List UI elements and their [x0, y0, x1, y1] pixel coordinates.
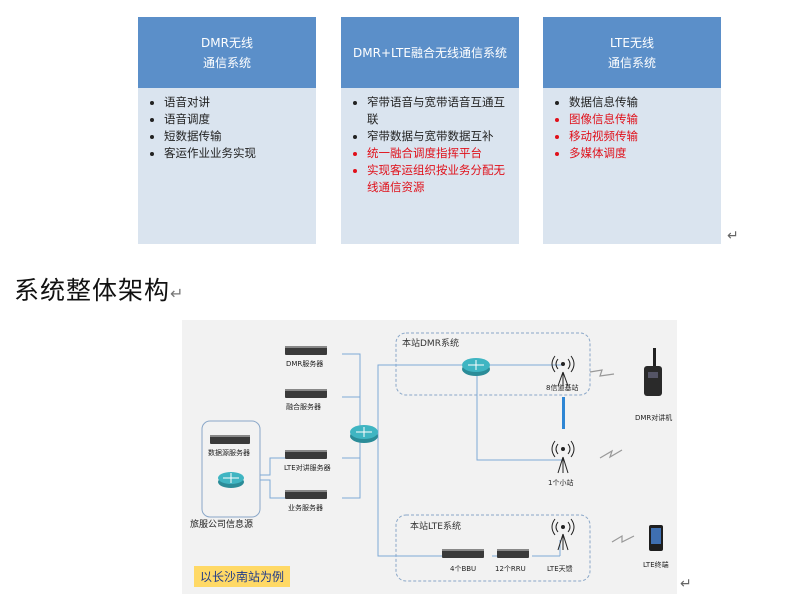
list-item: 统一融合调度指挥平台	[367, 145, 511, 162]
list-item: 窄带数据与宽带数据互补	[367, 128, 511, 145]
lte-card-header: LTE无线 通信系统	[543, 17, 721, 88]
list-item: 移动视频传输	[569, 128, 713, 145]
antenna-icons	[551, 355, 575, 551]
list-item: 短数据传输	[164, 128, 308, 145]
paragraph-mark: ↵	[680, 576, 692, 592]
rru-label: 12个RRU	[495, 565, 526, 573]
lte-antenna-label: LTE天馈	[547, 565, 573, 573]
server-highlights	[210, 346, 529, 551]
list-item: 数据信息传输	[569, 94, 713, 111]
lte-system-box	[395, 514, 591, 582]
connection-lines	[260, 353, 562, 557]
list-item: 实现客运组织按业务分配无线通信资源	[367, 162, 511, 196]
router-icon	[350, 425, 378, 443]
card-title-line: 通信系统	[202, 55, 251, 70]
fusion-card: DMR+LTE融合无线通信系统 窄带语音与宽带语音互通互联 窄带数据与宽带数据互…	[341, 17, 519, 244]
dmr-card-header: DMR无线 通信系统	[138, 17, 316, 88]
list-item: 语音调度	[164, 111, 308, 128]
dmr-card-list: 语音对讲 语音调度 短数据传输 客运作业业务实现	[138, 88, 316, 162]
list-item: 窄带语音与宽带语音互通互联	[367, 94, 511, 128]
fusion-server-label: 融合服务器	[286, 403, 321, 411]
list-item: 语音对讲	[164, 94, 308, 111]
dmr-card: DMR无线 通信系统 语音对讲 语音调度 短数据传输 客运作业业务实现	[138, 17, 316, 244]
lte-terminal-label: LTE终端	[643, 561, 669, 569]
paragraph-mark: ↵	[727, 228, 739, 244]
paragraph-mark: ↵	[170, 284, 185, 303]
fusion-card-list: 窄带语音与宽带语音互通互联 窄带数据与宽带数据互补 统一融合调度指挥平台 实现客…	[341, 88, 519, 196]
list-item: 多媒体调度	[569, 145, 713, 162]
wireless-link-icons	[589, 369, 635, 543]
router-icon	[218, 472, 244, 488]
business-server-label: 业务服务器	[288, 504, 323, 512]
architecture-diagram: 本站DMR系统 本站LTE系统 DMR服务器 融合服务器 LTE对讲服务器 业务…	[182, 320, 677, 594]
dmr-terminal-label: DMR对讲机	[635, 414, 673, 422]
card-title-line: LTE无线	[610, 35, 654, 50]
bbu-label: 4个BBU	[450, 565, 477, 573]
base-station-label: 8信道基站	[546, 384, 579, 392]
lte-dispatch-server-label: LTE对讲服务器	[284, 464, 331, 472]
lte-system-title: 本站LTE系统	[410, 522, 461, 532]
dmr-system-box	[395, 332, 591, 396]
router-icon	[462, 358, 490, 376]
lte-terminal-icon	[649, 525, 663, 551]
data-source-server-label: 数据源服务器	[208, 449, 250, 457]
example-label: 以长沙南站为例	[194, 566, 291, 587]
card-title-line: DMR+LTE融合无线通信系统	[353, 45, 507, 60]
link-bar	[562, 397, 565, 429]
info-source-box	[201, 420, 261, 518]
section-title-text: 系统整体架构	[14, 276, 171, 305]
diagram-graphics	[201, 332, 663, 582]
dmr-radio-icon	[644, 348, 662, 396]
card-title-line: DMR无线	[201, 35, 253, 50]
fusion-card-header: DMR+LTE融合无线通信系统	[341, 17, 519, 88]
list-item: 客运作业业务实现	[164, 145, 308, 162]
list-item: 图像信息传输	[569, 111, 713, 128]
section-title: 系统整体架构↵	[14, 271, 184, 307]
lte-card-list: 数据信息传输 图像信息传输 移动视频传输 多媒体调度	[543, 88, 721, 162]
info-source-label: 旅服公司信息源	[190, 520, 254, 530]
card-title-line: 通信系统	[607, 55, 656, 70]
dmr-server-label: DMR服务器	[286, 360, 324, 368]
lte-card: LTE无线 通信系统 数据信息传输 图像信息传输 移动视频传输 多媒体调度	[543, 17, 721, 244]
small-station-label: 1个小站	[548, 479, 574, 487]
server-icons	[210, 346, 529, 558]
dmr-system-title: 本站DMR系统	[402, 339, 459, 349]
